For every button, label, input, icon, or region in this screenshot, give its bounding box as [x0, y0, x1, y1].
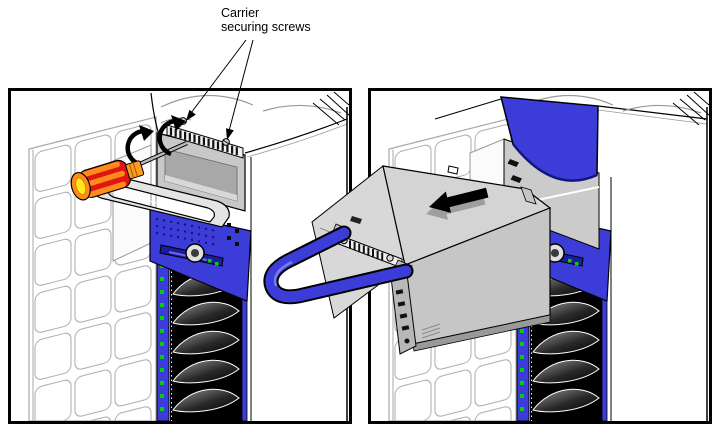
- panel-slide-out: [368, 88, 712, 424]
- screwdriver: [70, 115, 188, 201]
- bezel-knob: [185, 243, 205, 263]
- tower-top: [434, 91, 709, 421]
- corner-hatching: [312, 91, 349, 126]
- top-bezel: [500, 96, 599, 182]
- panel-loosen-screws: [8, 88, 352, 424]
- vent-coil-slots: [169, 127, 238, 156]
- caption-line-1: Carrier: [221, 6, 260, 20]
- rotation-arrow-icon: [125, 118, 177, 167]
- drive-bezel: [149, 208, 252, 302]
- bezel-leds: [568, 259, 579, 266]
- screwdriver-handle: [70, 159, 145, 201]
- slide-out-illustration: [388, 91, 709, 421]
- bezel-perforations: [155, 217, 215, 246]
- bezel-knob: [545, 243, 565, 263]
- rotation-arrowhead-2: [171, 115, 186, 131]
- bezel-vent-squares: [227, 223, 239, 246]
- screwdriver-butt-cap: [75, 177, 87, 195]
- securing-screw-rear: [222, 138, 230, 146]
- loosen-screws-illustration: [28, 91, 349, 421]
- bezel-leds: [208, 259, 219, 266]
- figure-caption: Carrier securing screws: [221, 6, 311, 34]
- caption-line-2: securing screws: [221, 20, 311, 34]
- rotation-arrowhead-1: [139, 125, 154, 141]
- corner-hatching: [672, 91, 709, 126]
- top-surface-arc: [160, 94, 254, 108]
